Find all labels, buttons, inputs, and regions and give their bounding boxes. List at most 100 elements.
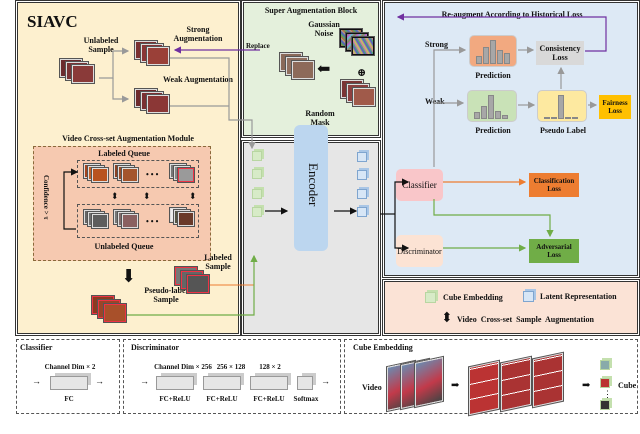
weak-prediction-label: Prediction <box>475 126 511 135</box>
labeled-queue-label: Labeled Queue <box>98 149 150 158</box>
discriminator-detail-panel: Discriminator → Channel Dim × 256 FC+ReL… <box>123 339 341 414</box>
latent-rep-4 <box>357 207 367 217</box>
strong-augmentation-label: Strong Augmentation <box>173 25 223 43</box>
consistency-loss-box: Consistency Loss <box>536 41 584 65</box>
classifier-dim-label: Channel Dim × 2 <box>44 363 96 371</box>
histogram-bar <box>551 117 557 119</box>
histogram-bar <box>481 106 487 119</box>
classifier-in-arrow: → <box>32 376 41 386</box>
histogram-bar <box>502 115 508 119</box>
super-aug-title: Super Augmentation Block <box>264 6 358 15</box>
classifier-out-arrow: → <box>95 376 104 386</box>
latent-rep-3 <box>357 189 367 199</box>
cube-step-arrow-2: ➡ <box>582 380 591 391</box>
cube-label: Cube <box>618 381 637 390</box>
output-cube-vdots: ⋮ <box>603 389 612 399</box>
histogram-bar <box>558 95 564 119</box>
unlabeled-sample-label: Unlabeled Sample <box>83 36 119 54</box>
pseudo-label-down-arrow: ⬇ <box>121 266 137 286</box>
histogram-bar <box>488 95 494 119</box>
classifier-detail-title: Classifier <box>20 343 53 352</box>
weak-branch-label: Weak <box>425 97 445 106</box>
encoder-panel: Encoder <box>241 125 381 336</box>
discriminator-box: Discriminator <box>396 235 443 267</box>
classifier-fc-label: FC <box>64 395 74 403</box>
classification-loss-box: Classification Loss <box>529 173 579 197</box>
siavc-title: SIAVC <box>27 12 78 31</box>
discriminator-detail-title: Discriminator <box>131 343 179 352</box>
latent-rep-2 <box>357 170 367 180</box>
disc-layer-2-dim: 256 × 128 <box>216 363 246 371</box>
classifier-detail-panel: Classifier Channel Dim × 2 → → FC <box>16 339 120 414</box>
histogram-bar <box>497 50 503 64</box>
output-cube-1 <box>600 360 610 370</box>
histogram-bar <box>544 117 550 119</box>
output-cube-3 <box>600 400 610 410</box>
disc-softmax-label: Softmax <box>293 395 319 403</box>
classifier-fc-layer <box>50 376 88 390</box>
cube-embedding-detail-panel: Cube Embedding Video ➡ ➡ ⋮ Cube <box>344 339 638 416</box>
cube-embedding-3 <box>252 189 262 199</box>
strong-prediction-label: Prediction <box>475 71 511 80</box>
vcam-module: Labeled Queue • • • ⬍ ⬍ ⬍ <box>33 146 211 261</box>
vcam-title: Video Cross-set Augmentation Module <box>62 134 194 143</box>
histogram-bar <box>490 40 496 64</box>
strong-prediction-box <box>469 35 517 67</box>
classifier-box: Classifier <box>396 169 443 201</box>
weak-prediction-box <box>467 90 517 122</box>
strong-prediction-histogram <box>476 40 510 64</box>
plus-circle-icon: ⊕ <box>357 67 367 79</box>
reaugment-panel: Re-augment According to Historical Loss … <box>382 0 640 278</box>
super-augmentation-block: Super Augmentation Block Gaussian Noise … <box>241 0 381 138</box>
output-cube-2 <box>600 378 610 388</box>
labeled-sample-label: Labeled Sample <box>204 253 232 271</box>
unlabeled-queue-label: Unlabeled Queue <box>94 242 154 251</box>
disc-layer-3-dim: 128 × 2 <box>259 363 281 371</box>
pseudo-label-label: Pseudo Label <box>539 126 586 135</box>
histogram-bar <box>495 111 501 119</box>
random-mask-label: Random Mask <box>305 109 335 127</box>
histogram-bar <box>565 117 571 119</box>
labeled-queue: • • • <box>77 160 199 188</box>
unlabeled-queue: • • • <box>77 204 199 238</box>
pseudo-label-histogram <box>544 95 578 119</box>
disc-layer-3 <box>250 376 288 390</box>
siavc-panel: SIAVC Unlabeled Sample Strong Augmentati… <box>15 0 241 336</box>
combine-left-arrow: ⬅ <box>317 61 331 78</box>
encoder-label: Encoder <box>306 163 321 207</box>
disc-layer-2-label: FC+ReLU <box>206 395 238 403</box>
cube-embedding-1 <box>252 151 262 161</box>
legend-cube-embedding-icon <box>425 292 436 303</box>
histogram-bar <box>572 117 578 119</box>
disc-layer-1-dim: Channel Dim × 256 <box>154 363 212 371</box>
weak-augmentation-label: Weak Augmentation <box>163 75 234 84</box>
cube-embedding-2 <box>252 169 262 179</box>
cube-embedding-4 <box>252 207 262 217</box>
cube-embedding-detail-title: Cube Embedding <box>353 343 413 352</box>
legend-cross-set-arrow-icon: ⬍ <box>441 311 453 326</box>
disc-layer-1 <box>156 376 194 390</box>
replace-label: Replace <box>246 42 270 50</box>
reaugment-title: Re-augment According to Historical Loss <box>441 10 583 19</box>
legend-cube-embedding-label: Cube Embedding <box>443 293 503 302</box>
discriminator-in-arrow: → <box>140 376 149 386</box>
legend-latent-icon <box>523 291 534 302</box>
histogram-bar <box>504 53 510 64</box>
disc-layer-1-label: FC+ReLU <box>159 395 191 403</box>
discriminator-out-arrow: → <box>321 376 330 386</box>
disc-layer-2 <box>203 376 241 390</box>
disc-softmax-layer <box>297 376 313 390</box>
encoder-block <box>294 125 328 251</box>
weak-prediction-histogram <box>474 95 508 119</box>
disc-layer-3-label: FC+ReLU <box>253 395 285 403</box>
swap-arrow-3: ⬍ <box>189 191 197 201</box>
confidence-label: Confidence > τ <box>42 175 50 220</box>
histogram-bar <box>483 47 489 64</box>
swap-arrow-1: ⬍ <box>111 191 119 201</box>
adversarial-loss-box: Adversarial Loss <box>529 239 579 263</box>
pseudo-label-box <box>537 90 587 122</box>
video-label: Video <box>362 383 382 392</box>
histogram-bar <box>474 112 480 119</box>
gaussian-noise-label: Gaussian Noise <box>308 20 340 38</box>
fairness-loss-box: Fairness Loss <box>599 95 631 119</box>
